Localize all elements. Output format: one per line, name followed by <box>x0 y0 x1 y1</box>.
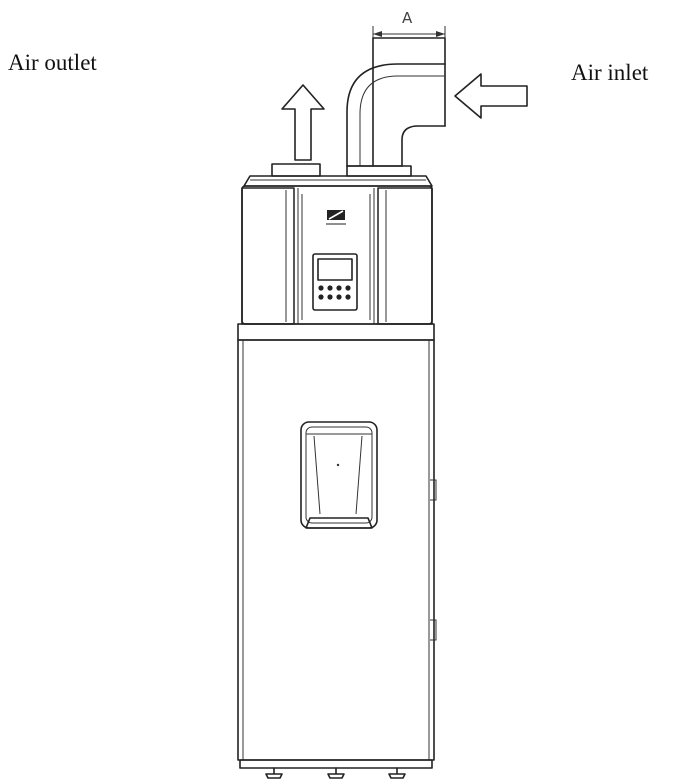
air-inlet-arrow-icon <box>454 73 528 119</box>
dimension-a: A <box>372 9 446 60</box>
lcd-screen <box>317 258 353 281</box>
tank-body <box>237 339 437 761</box>
air-inlet-label: Air inlet <box>571 60 649 85</box>
heat-pump-head <box>241 185 433 325</box>
elbow-duct <box>346 37 446 167</box>
dimension-a-text: A <box>402 9 413 27</box>
tank-feet <box>239 759 433 779</box>
brand-logo <box>326 210 346 225</box>
control-buttons <box>318 285 351 300</box>
outlet-collar <box>271 163 412 177</box>
separator-band <box>237 323 435 341</box>
handle-recess <box>300 421 378 529</box>
air-outlet-arrow-icon <box>281 84 325 161</box>
control-panel <box>312 253 358 311</box>
air-outlet-label: Air outlet <box>8 50 97 75</box>
top-cap <box>243 175 433 187</box>
